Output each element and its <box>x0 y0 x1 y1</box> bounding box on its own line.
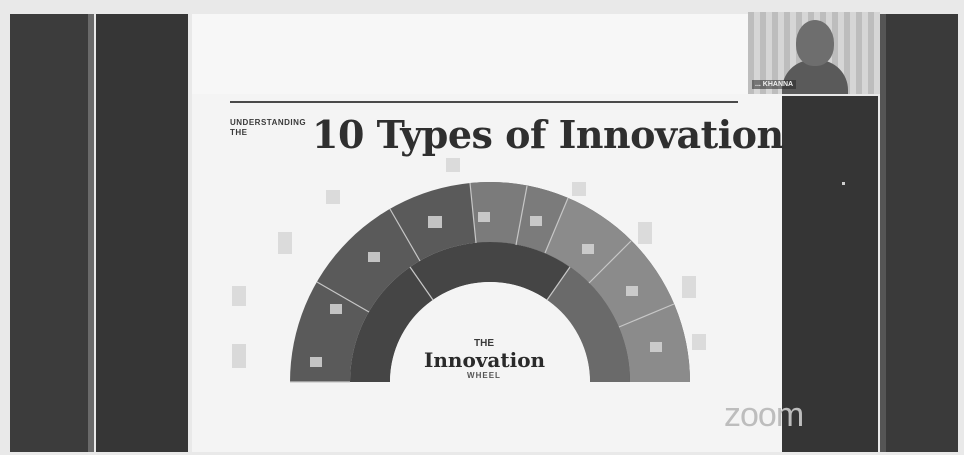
wheel-outer-segment-top <box>470 182 568 253</box>
callout-text-1 <box>232 344 266 368</box>
callout-text-3 <box>278 232 312 254</box>
zoom-logo: zoom <box>724 396 804 434</box>
slide-top-area <box>192 14 782 94</box>
wheel-middle-ring <box>350 242 630 382</box>
innovation-wheel-graphic <box>290 182 690 383</box>
wheel-middle-segment-right <box>547 267 630 382</box>
right-video-panel <box>880 14 958 452</box>
callout-text-5 <box>446 158 480 172</box>
callout-text-7 <box>638 222 672 244</box>
title-prefix: UNDERSTANDING THE <box>230 118 307 137</box>
participant-avatar <box>796 20 834 66</box>
wheel-outer-segment-right <box>545 198 690 382</box>
wheel-center-sub: WHEEL <box>467 371 501 380</box>
left-video-panel <box>10 14 94 452</box>
callout-text-8 <box>682 276 716 298</box>
cursor-icon <box>842 182 845 185</box>
participant-video-tile[interactable]: ... KHANNA <box>748 12 880 94</box>
callout-text-4 <box>326 190 360 204</box>
slide-title: 10 Types of Innovation <box>312 112 784 157</box>
participant-name: ... KHANNA <box>752 80 797 89</box>
wheel-center-the: THE <box>474 338 494 349</box>
right-video-panel-inner <box>782 96 878 452</box>
wheel-center-main: Innovation <box>424 348 546 372</box>
left-video-panel-inner <box>96 14 188 452</box>
wheel-center <box>390 282 590 382</box>
shared-screen-slide: UNDERSTANDING THE 10 Types of Innovation <box>192 14 784 452</box>
callout-text-6 <box>572 182 606 196</box>
callout-text-2 <box>232 286 266 306</box>
callout-text-9 <box>692 334 726 350</box>
title-rule <box>230 101 738 103</box>
wheel-center-title: THE Innovation WHEEL <box>424 338 546 380</box>
